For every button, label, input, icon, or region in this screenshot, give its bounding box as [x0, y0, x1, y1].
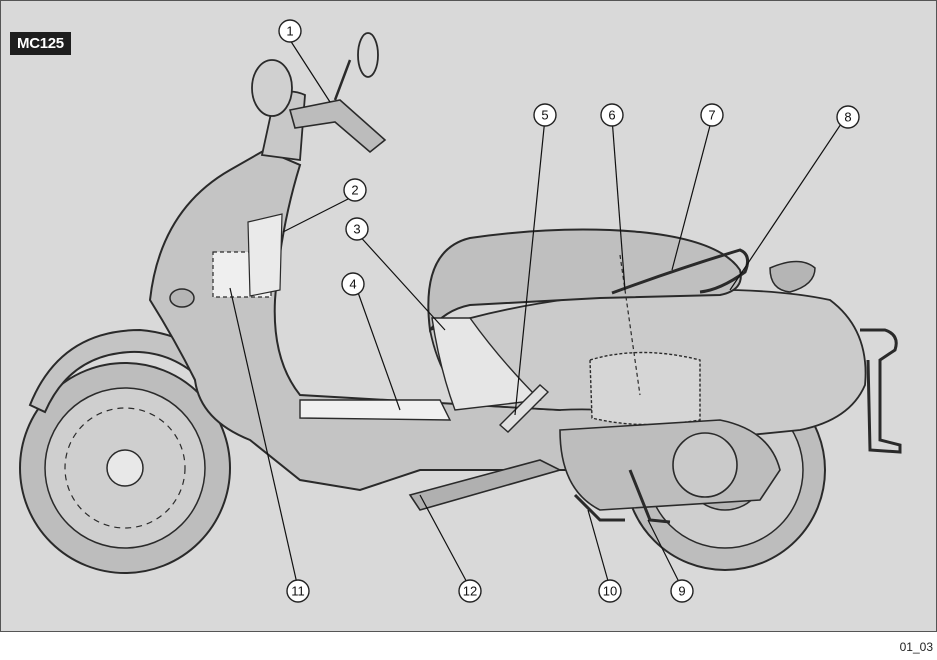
centre-stand: [628, 469, 671, 524]
callout-2: 2: [343, 178, 367, 202]
callout-label: 1: [286, 24, 293, 39]
exhaust-pipe: [408, 459, 563, 511]
callout-label: 4: [349, 277, 356, 292]
leader-lines: [229, 39, 846, 589]
mirror: [357, 32, 379, 78]
front-indicator: [169, 288, 195, 308]
rear-rack: [860, 328, 902, 454]
callout-label: 3: [353, 222, 360, 237]
side-stand: [573, 493, 625, 522]
grab-rail: [611, 248, 750, 295]
callout-9: 9: [670, 579, 694, 603]
handlebar: [288, 99, 387, 154]
callout-6: 6: [600, 103, 624, 127]
callout-label: 10: [603, 584, 617, 599]
front-wheel: [19, 362, 231, 574]
helmet-compartment: [589, 351, 701, 426]
callout-label: 6: [608, 108, 615, 123]
callout-label: 2: [351, 183, 358, 198]
model-badge: MC125: [10, 32, 71, 55]
callout-10: 10: [598, 579, 622, 603]
fuel-tank-line: [619, 254, 641, 396]
seat: [427, 228, 742, 333]
callout-1: 1: [278, 19, 302, 43]
footboard: [299, 399, 452, 421]
clutch-cover: [672, 432, 738, 498]
mirror-stem: [333, 59, 352, 101]
callout-label: 11: [291, 584, 305, 599]
glove-compartment-panel: [247, 213, 283, 297]
callout-label: 5: [541, 108, 548, 123]
figure-code: 01_03: [899, 640, 933, 654]
callout-label: 8: [844, 110, 851, 125]
callout-8: 8: [836, 105, 860, 129]
callout-label: 7: [708, 108, 715, 123]
callout-12: 12: [458, 579, 482, 603]
callout-3: 3: [345, 217, 369, 241]
engine-cover: [559, 419, 781, 511]
tail-light: [769, 260, 816, 293]
callout-label: 9: [678, 584, 685, 599]
callout-label: 12: [463, 584, 477, 599]
headlight: [251, 59, 293, 117]
callout-7: 7: [700, 103, 724, 127]
callout-11: 11: [286, 579, 310, 603]
seat-lock-handle: [498, 384, 550, 433]
scooter-diagram: 1 2 3 4 5 6 7 8 9 10 11 12: [19, 19, 902, 603]
callout-4: 4: [341, 272, 365, 296]
callout-5: 5: [533, 103, 557, 127]
